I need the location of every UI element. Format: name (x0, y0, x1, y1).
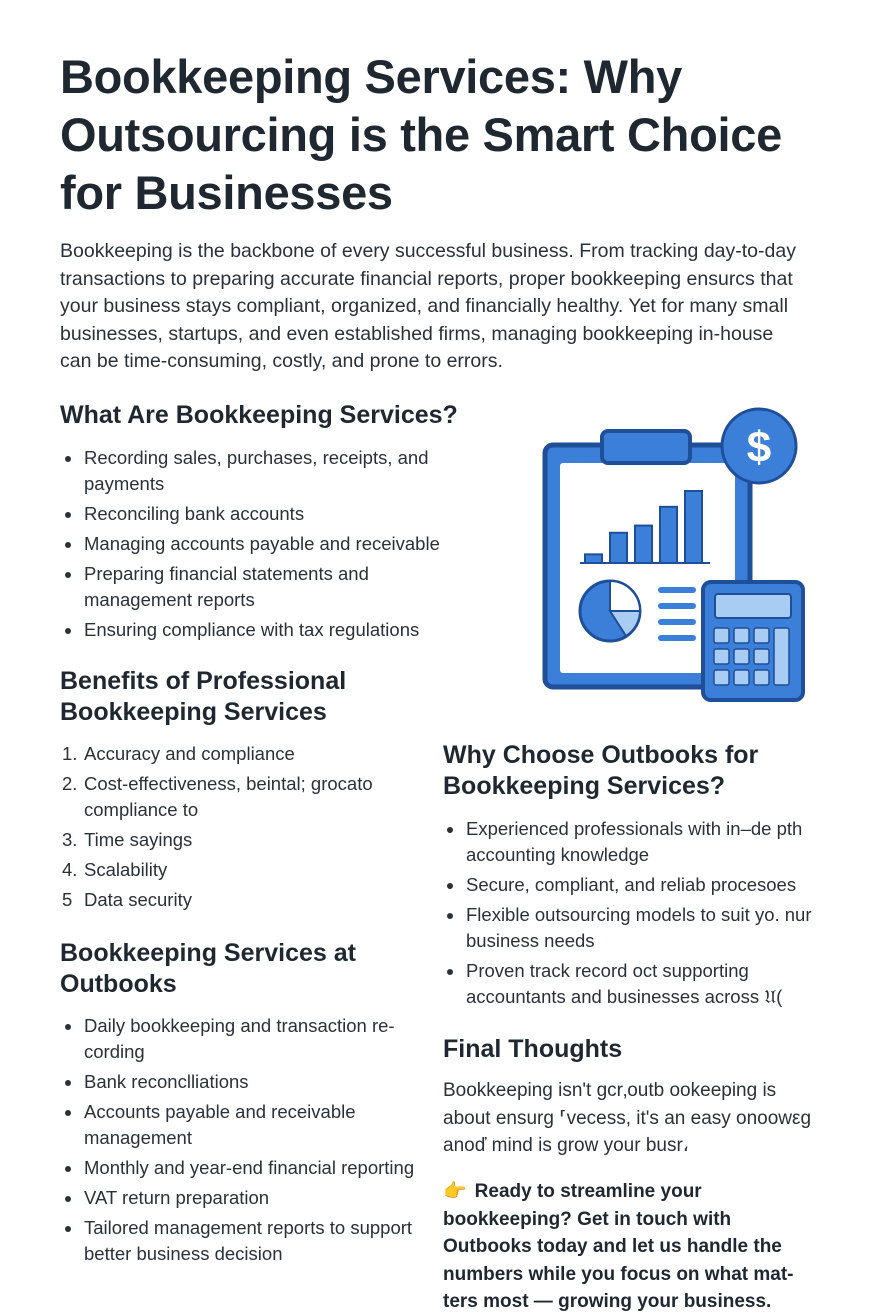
section-heading-benefits: Benefits of Professional Bookkeeping Ser… (60, 667, 347, 726)
bar (659, 505, 678, 564)
list-item: Daily bookkeeping and transaction re-cor… (62, 1013, 432, 1065)
what-list: Recording sales, purchases, receipts, an… (62, 445, 452, 647)
calculator-key (733, 627, 750, 644)
section-heading-outbooks: Bookkeeping Services at Outbooks (60, 939, 356, 998)
list-lines-icon (658, 587, 696, 641)
benefits-list: 1. Accuracy and compliance 2. Cost-effecti… (62, 741, 422, 917)
list-number: 1. (62, 743, 78, 764)
list-text: Accuracy and compliance (84, 743, 295, 764)
list-item: 2. Cost-effectiveness, beintal; grocato c… (62, 771, 422, 823)
list-item: Accounts payable and receivable manageme… (62, 1099, 432, 1151)
calculator-icon (701, 580, 805, 702)
call-to-action: 👉Ready to streamline your bookkeeping? G… (443, 1178, 823, 1316)
list-text: Scalability (84, 859, 168, 880)
list-item: 3. Time sayings (62, 827, 422, 853)
list-item: 5 Data security (62, 887, 422, 913)
list-text: Time sayings (84, 829, 193, 850)
pointing-hand-icon: 👉 (443, 1181, 467, 1202)
section-heading-what: What Are Bookkeeping Services? (60, 401, 458, 429)
list-item: 1. Accuracy and compliance (62, 741, 422, 767)
list-item: Reconciling bank accounts (62, 501, 452, 527)
svg-text:$: $ (747, 423, 771, 472)
list-text: Cost-effectiveness, beintal; grocato com… (84, 773, 373, 820)
list-item: Managing accounts payable and receivable (62, 531, 452, 557)
calculator-key (753, 648, 770, 665)
section-heading-why: Why Choose Outbooks for Bookkeeping Serv… (443, 741, 759, 800)
bar (584, 553, 603, 565)
calculator-key (733, 669, 750, 686)
calculator-key (773, 627, 790, 686)
list-text: Data security (84, 889, 192, 910)
page-title: Bookkeeping Services: Why Outsourcing is… (60, 50, 782, 219)
list-number: 3. (62, 829, 78, 850)
calculator-key (713, 627, 730, 644)
dollar-coin-icon: $ (720, 407, 798, 485)
list-item: Tailored management reports to support b… (62, 1215, 432, 1267)
list-item: Monthly and year-end financial reporting (62, 1155, 432, 1181)
list-item: 4. Scalability (62, 857, 422, 883)
cta-text: Ready to streamline your bookkeeping? Ge… (443, 1181, 794, 1312)
bookkeeping-illustration: $ (542, 407, 805, 702)
section-heading-final: Final Thoughts (443, 1035, 623, 1063)
outbooks-services-list: Daily bookkeeping and transaction re-cor… (62, 1013, 432, 1271)
list-item: Ensuring compliance with tax regulations (62, 617, 452, 643)
list-number: 4. (62, 859, 78, 880)
list-item: Proven track record oct supporting accou… (444, 958, 814, 1010)
list-item: Flexible outsourcing models to suit yo. … (444, 902, 814, 954)
bar-chart-icon (580, 490, 710, 565)
calculator-key (753, 669, 770, 686)
calculator-key (713, 669, 730, 686)
list-item: Secure, compliant, and reliab procesoes (444, 872, 814, 898)
final-paragraph: Bookkeeping isn't gcr‚outb ookeeping is … (443, 1080, 812, 1156)
calculator-key (713, 648, 730, 665)
list-number: 2. (62, 773, 78, 794)
list-number: 5 (62, 889, 73, 910)
bar (609, 531, 628, 565)
list-item: VAT return preparation (62, 1185, 432, 1211)
list-item: Experienced professionals with in–de pth… (444, 816, 814, 868)
intro-paragraph: Bookkeeping is the backbone of every suc… (60, 240, 796, 372)
list-item: Preparing financial statements and manag… (62, 561, 452, 613)
why-list: Experienced professionals with in–de pth… (444, 816, 814, 1014)
pie-chart-icon (578, 579, 642, 643)
calculator-key (753, 627, 770, 644)
list-item: Bank reconclliations (62, 1069, 432, 1095)
bar (684, 490, 703, 564)
bar (634, 524, 653, 564)
calculator-key (733, 648, 750, 665)
list-item: Recording sales, purchases, receipts, an… (62, 445, 452, 497)
